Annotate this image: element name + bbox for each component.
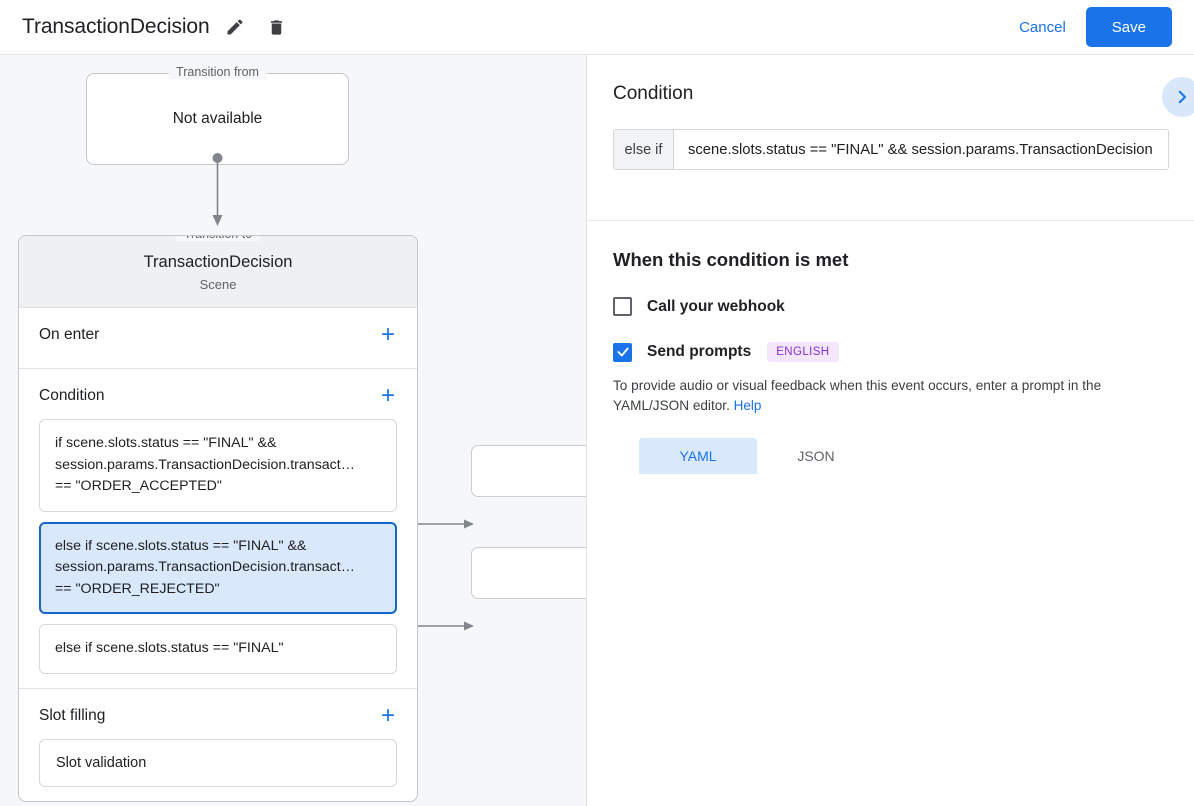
chevron-right-icon[interactable] bbox=[1162, 77, 1194, 117]
condition-panel-header: Condition else if Need help entering con… bbox=[587, 55, 1194, 221]
section-condition-title: Condition bbox=[39, 387, 105, 404]
transition-to-legend: Transition to bbox=[175, 235, 261, 241]
target-node-accepted[interactable] bbox=[471, 445, 586, 497]
tab-json[interactable]: JSON bbox=[797, 448, 835, 464]
save-button[interactable]: Save bbox=[1085, 7, 1172, 47]
section-slot-filling: Slot filling + Slot validation bbox=[19, 689, 417, 801]
call-webhook-checkbox[interactable] bbox=[613, 297, 632, 316]
transition-from-value: Not available bbox=[172, 110, 263, 127]
add-condition-button[interactable]: + bbox=[380, 382, 395, 409]
send-prompts-row[interactable]: Send prompts ENGLISH bbox=[613, 342, 1168, 362]
transition-from-legend: Transition from bbox=[168, 65, 267, 79]
section-on-enter-header: On enter + bbox=[19, 308, 417, 354]
trash-icon[interactable] bbox=[260, 10, 294, 44]
condition-panel-title: Condition bbox=[613, 83, 694, 104]
scene-type: Scene bbox=[199, 277, 237, 292]
section-slot-filling-title: Slot filling bbox=[39, 706, 106, 724]
send-prompts-label: Send prompts bbox=[647, 343, 752, 360]
editor-format-tabs: YAML JSON bbox=[639, 438, 1168, 474]
condition-details-panel: Condition else if Need help entering con… bbox=[586, 55, 1194, 806]
section-on-enter: On enter + bbox=[19, 308, 417, 369]
section-condition-header: Condition + bbox=[19, 369, 417, 409]
condition-expression-input[interactable] bbox=[674, 130, 1168, 169]
tab-yaml[interactable]: YAML bbox=[639, 438, 757, 474]
flow-canvas[interactable]: Transition from Not available Transition… bbox=[0, 55, 586, 806]
send-prompts-checkbox[interactable] bbox=[613, 342, 632, 362]
transition-to-card: Transition to TransactionDecision Scene … bbox=[18, 235, 418, 802]
condition-card-rejected[interactable]: else if scene.slots.status == "FINAL" &&… bbox=[39, 521, 397, 614]
condition-prefix-label: else if bbox=[614, 130, 674, 169]
section-slot-filling-header: Slot filling + bbox=[19, 689, 417, 729]
scene-header: TransactionDecision Scene bbox=[19, 236, 417, 308]
language-badge: ENGLISH bbox=[767, 342, 839, 362]
section-condition: Condition + if scene.slots.status == "FI… bbox=[19, 369, 417, 689]
call-webhook-label: Call your webhook bbox=[647, 297, 785, 315]
prompts-description: To provide audio or visual feedback when… bbox=[613, 376, 1168, 416]
scene-name: TransactionDecision bbox=[143, 253, 293, 271]
condition-input-row[interactable]: else if bbox=[613, 129, 1169, 170]
transition-from-card: Transition from Not available bbox=[86, 65, 349, 165]
condition-card-final[interactable]: else if scene.slots.status == "FINAL" bbox=[39, 624, 397, 674]
flow-connector-arrow bbox=[212, 153, 223, 226]
pencil-icon[interactable] bbox=[218, 10, 252, 44]
condition-card-accepted[interactable]: if scene.slots.status == "FINAL" && sess… bbox=[39, 419, 397, 512]
add-on-enter-button[interactable]: + bbox=[380, 321, 395, 348]
add-slot-filling-button[interactable]: + bbox=[380, 701, 395, 729]
top-app-bar: TransactionDecision Cancel Save bbox=[0, 0, 1194, 55]
webhook-row[interactable]: Call your webhook bbox=[613, 297, 1168, 316]
help-link[interactable]: Help bbox=[733, 398, 762, 413]
section-on-enter-title: On enter bbox=[39, 326, 100, 343]
when-condition-met-section: When this condition is met Call your web… bbox=[587, 221, 1194, 474]
when-condition-met-title: When this condition is met bbox=[613, 249, 849, 270]
prompts-description-text: To provide audio or visual feedback when… bbox=[613, 378, 1102, 413]
slot-validation-card[interactable]: Slot validation bbox=[39, 738, 397, 787]
cancel-button[interactable]: Cancel bbox=[1005, 11, 1080, 44]
page-title: TransactionDecision bbox=[22, 15, 210, 38]
target-node-rejected[interactable] bbox=[471, 547, 586, 599]
